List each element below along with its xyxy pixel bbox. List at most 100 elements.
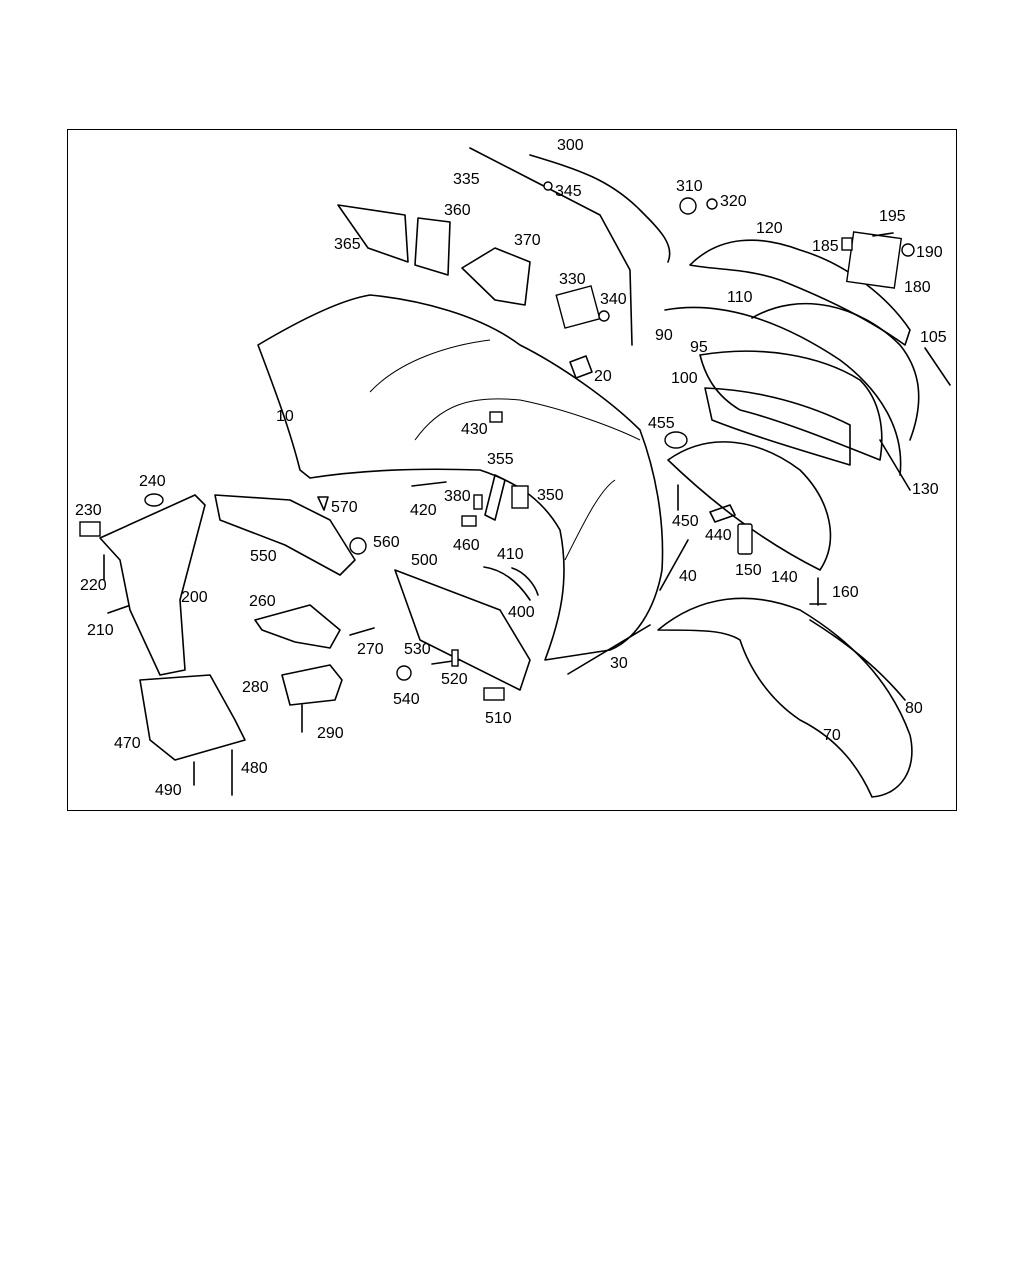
part-160: [809, 577, 827, 606]
callout-label: 500: [411, 552, 438, 569]
callout-label: 400: [508, 604, 535, 621]
callout-label: 240: [139, 473, 166, 490]
part-130: [879, 439, 911, 491]
callout-label: 290: [317, 725, 344, 742]
part-90: [664, 306, 902, 476]
part-355: [484, 474, 506, 521]
callout-label: 335: [453, 171, 480, 188]
callout-label: 185: [812, 238, 839, 255]
part-30: [567, 624, 651, 675]
part-350: [511, 485, 529, 509]
callout-label: 40: [679, 568, 697, 585]
callout-label: 310: [676, 178, 703, 195]
callout-label: 195: [879, 208, 906, 225]
callout-label: 280: [242, 679, 269, 696]
callout-label: 130: [912, 481, 939, 498]
callout-label: 270: [357, 641, 384, 658]
callout-label: 110: [727, 289, 753, 306]
callout-label: 530: [404, 641, 431, 658]
part-120: [689, 239, 911, 346]
callout-label: 455: [648, 415, 675, 432]
callout-label: 140: [771, 569, 798, 586]
part-110: [751, 302, 920, 441]
part-500: [394, 569, 531, 691]
part-210: [107, 605, 129, 614]
callout-label: 160: [832, 584, 859, 601]
part-240: [144, 493, 164, 507]
callout-label: 260: [249, 593, 276, 610]
part-340: [598, 310, 610, 322]
callout-label: 30: [610, 655, 628, 672]
callout-label: 350: [537, 487, 564, 504]
part-190: [901, 243, 915, 257]
diagram-frame: [67, 129, 957, 811]
part-185: [841, 237, 853, 251]
part-380: [473, 494, 483, 510]
part-320: [706, 198, 718, 210]
callout-label: 200: [181, 589, 208, 606]
part-430: [489, 411, 503, 423]
callout-label: 440: [705, 527, 732, 544]
part-150: [737, 523, 753, 555]
part-370: [461, 247, 531, 306]
part-365: [337, 204, 409, 263]
callout-label: 560: [373, 534, 400, 551]
callout-label: 345: [555, 183, 582, 200]
callout-label: 355: [487, 451, 514, 468]
callout-label: 20: [594, 368, 612, 385]
callout-label: 120: [756, 220, 783, 237]
part-455: [664, 431, 688, 449]
part-550: [214, 494, 356, 576]
callout-label: 95: [690, 339, 708, 356]
part-345: [543, 181, 553, 191]
part-200: [99, 494, 206, 676]
part-bumper-cover: [257, 294, 664, 661]
part-410: [511, 567, 539, 596]
callout-label: 210: [87, 622, 114, 639]
callout-label: 100: [671, 370, 698, 387]
part-570: [317, 496, 329, 511]
part-260: [254, 604, 341, 649]
callout-label: 150: [735, 562, 762, 579]
callout-label: 80: [905, 700, 923, 717]
callout-label: 70: [823, 727, 841, 744]
part-420: [411, 481, 447, 487]
part-140: [667, 441, 832, 571]
callout-label: 380: [444, 488, 471, 505]
part-360: [414, 217, 451, 276]
callout-label: 360: [444, 202, 471, 219]
part-95: [699, 350, 883, 461]
callout-label: 300: [557, 137, 584, 154]
part-280: [281, 664, 343, 706]
callout-label: 490: [155, 782, 182, 799]
part-400: [483, 566, 531, 601]
part-lower-bumper: [657, 597, 913, 798]
callout-label: 510: [485, 710, 512, 727]
part-100: [704, 387, 851, 466]
callout-label: 460: [453, 537, 480, 554]
callout-label: 330: [559, 271, 586, 288]
part-530: [451, 649, 459, 667]
callout-label: 370: [514, 232, 541, 249]
part-195: [872, 232, 894, 237]
callout-label: 180: [904, 279, 931, 296]
callout-label: 320: [720, 193, 747, 210]
part-20: [569, 355, 593, 379]
part-540: [396, 665, 412, 681]
part-80: [809, 619, 906, 701]
part-440: [709, 504, 736, 523]
callout-label: 105: [920, 329, 947, 346]
callout-label: 365: [334, 236, 361, 253]
part-270: [349, 627, 375, 636]
callout-label: 450: [672, 513, 699, 530]
callout-label: 550: [250, 548, 277, 565]
callout-label: 480: [241, 760, 268, 777]
callout-label: 220: [80, 577, 107, 594]
callout-label: 420: [410, 502, 437, 519]
callout-label: 340: [600, 291, 627, 308]
callout-label: 470: [114, 735, 141, 752]
part-470: [139, 674, 246, 761]
part-105: [924, 347, 951, 386]
